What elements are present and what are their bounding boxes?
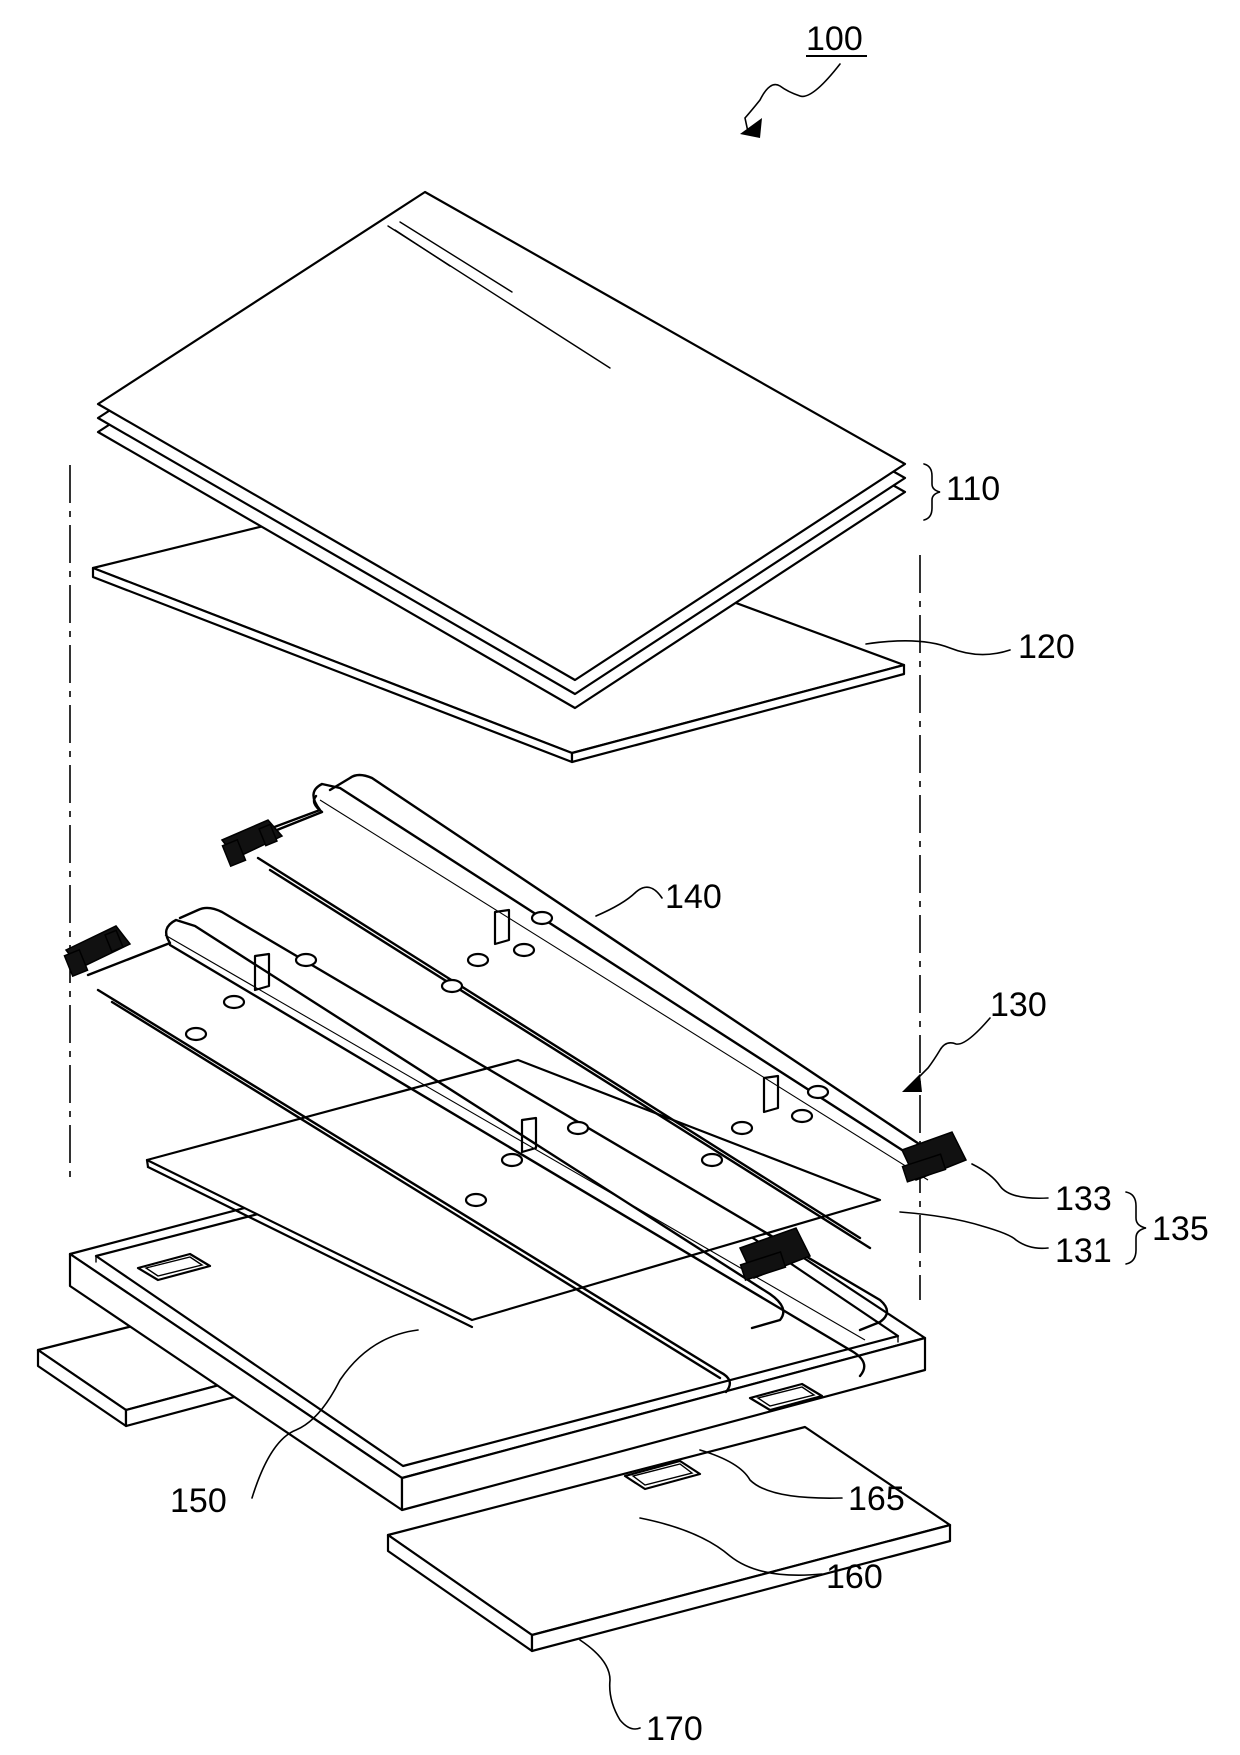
lamp-holder-rear-left bbox=[222, 820, 282, 866]
label-133: 133 bbox=[1055, 1180, 1112, 1218]
label-170: 170 bbox=[646, 1710, 703, 1748]
label-100: 100 bbox=[806, 20, 863, 58]
arrow-head-icon bbox=[740, 118, 762, 138]
leader-133 bbox=[972, 1164, 1048, 1198]
leader-140 bbox=[596, 887, 662, 916]
assembly-pointer-arrow bbox=[740, 64, 840, 138]
lamp-unit-pointer-arrow bbox=[902, 1018, 990, 1092]
label-150: 150 bbox=[170, 1482, 227, 1520]
brace-135-icon bbox=[1126, 1192, 1146, 1264]
label-140: 140 bbox=[665, 878, 722, 916]
leader-120 bbox=[866, 641, 1010, 655]
label-165: 165 bbox=[848, 1480, 905, 1518]
label-135: 135 bbox=[1152, 1210, 1209, 1248]
label-120: 120 bbox=[1018, 628, 1075, 666]
label-131: 131 bbox=[1055, 1232, 1112, 1270]
leader-170 bbox=[580, 1640, 640, 1729]
lamp-holder-front-left bbox=[64, 926, 130, 976]
label-160: 160 bbox=[826, 1558, 883, 1596]
label-130: 130 bbox=[990, 986, 1047, 1024]
label-110: 110 bbox=[946, 470, 1000, 508]
brace-110-icon bbox=[924, 464, 940, 520]
leader-131 bbox=[900, 1212, 1048, 1248]
arrow-head-icon bbox=[902, 1074, 922, 1092]
